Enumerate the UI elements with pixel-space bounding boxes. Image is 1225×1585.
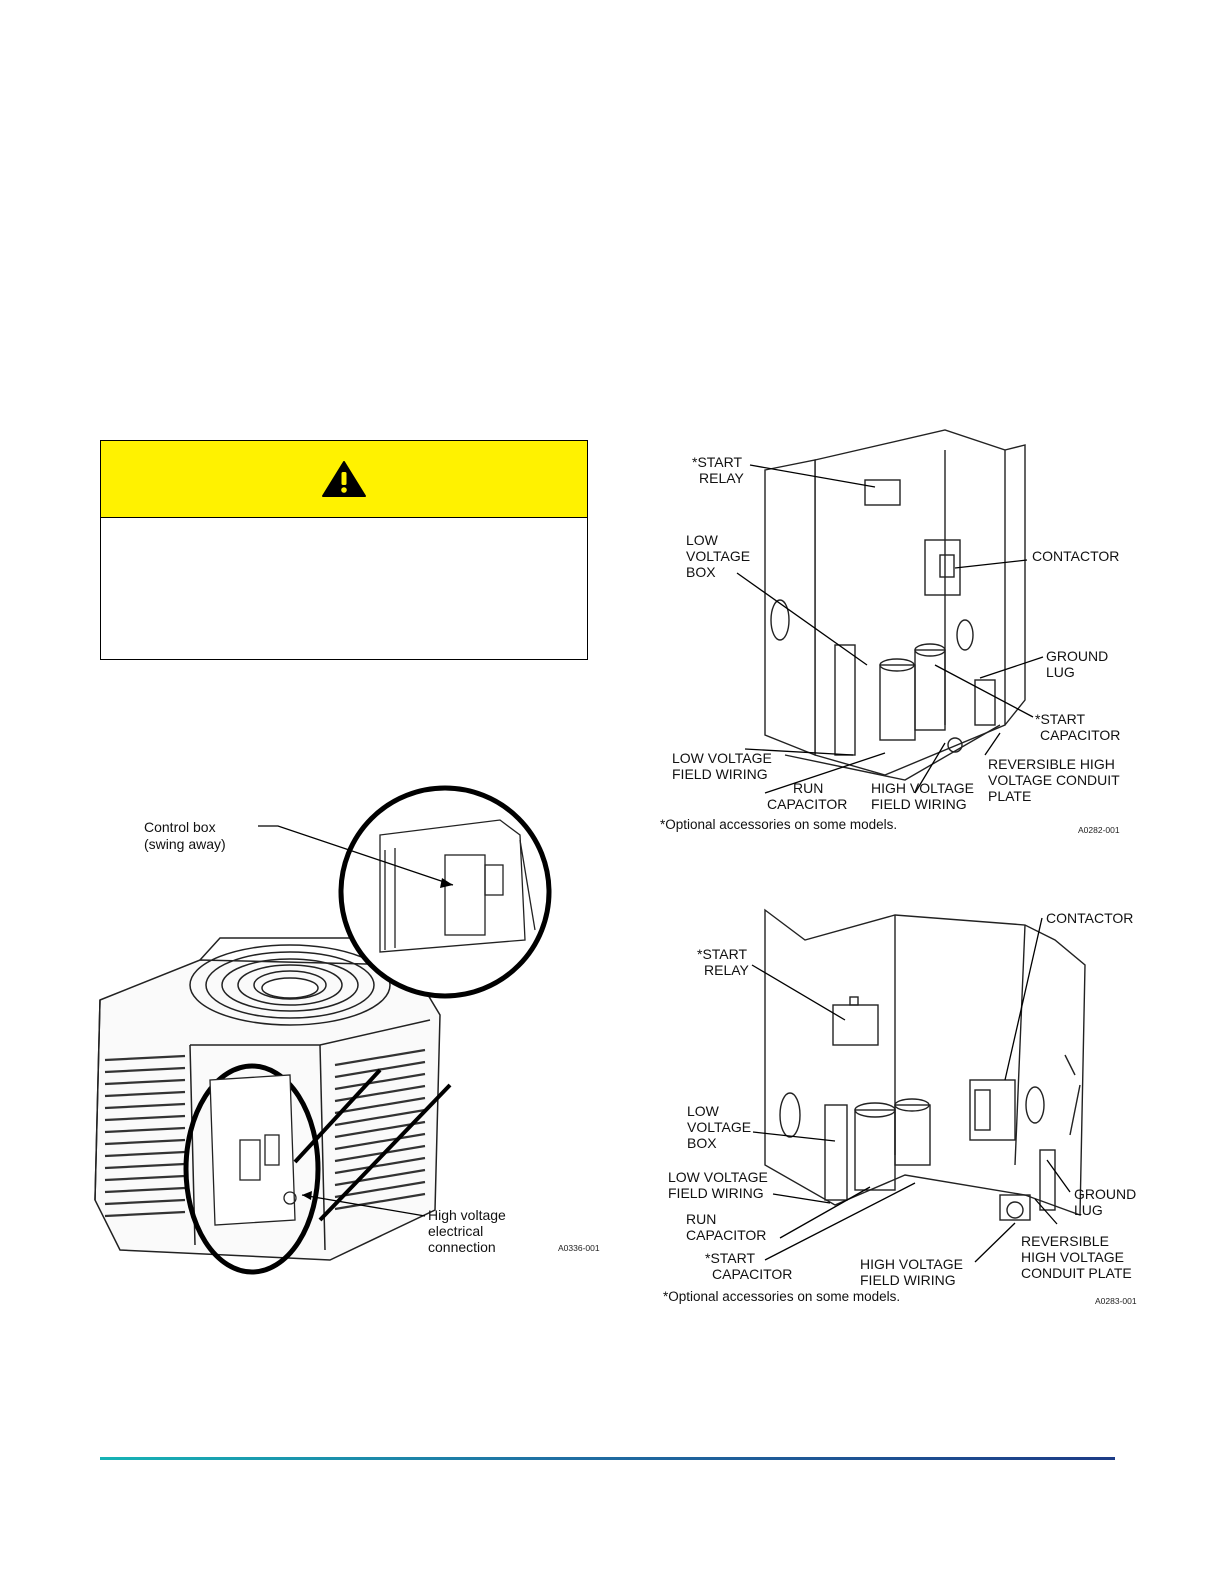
control-box-highlight-circle xyxy=(183,1063,321,1275)
control-box-figure-2: CONTACTOR *START RELAY LOW VOLTAGE BOX L… xyxy=(663,908,1137,1306)
zoom-detail-drawing xyxy=(379,819,536,953)
run-capacitor-label: RUN xyxy=(793,780,823,796)
control-box-figure-1: *START RELAY LOW VOLTAGE BOX CONTACTOR G… xyxy=(660,429,1120,835)
control-box-drawing xyxy=(209,1074,297,1226)
reversible-plate-label-3: PLATE xyxy=(988,788,1031,804)
start-relay-label-2: RELAY xyxy=(704,962,750,978)
reversible-plate-label-3: CONDUIT PLATE xyxy=(1021,1265,1132,1281)
control-box-label-sub: (swing away) xyxy=(144,836,226,852)
high-voltage-field-wiring-label-2: FIELD WIRING xyxy=(860,1272,956,1288)
start-capacitor-label-2: CAPACITOR xyxy=(712,1266,792,1282)
reversible-plate-label: REVERSIBLE HIGH xyxy=(988,756,1115,772)
high-voltage-field-wiring-label: HIGH VOLTAGE xyxy=(860,1256,963,1272)
high-voltage-field-wiring-label-2: FIELD WIRING xyxy=(871,796,967,812)
callout-lines-1 xyxy=(736,464,1044,794)
high-voltage-label: High voltage xyxy=(428,1207,506,1223)
figure-code: A0283-001 xyxy=(1095,1296,1137,1306)
warning-box xyxy=(100,440,588,660)
start-relay-label-2: RELAY xyxy=(699,470,745,486)
start-capacitor-label: *START xyxy=(705,1250,755,1266)
low-voltage-box-label: LOW xyxy=(686,532,719,548)
low-voltage-box-label-3: BOX xyxy=(686,564,716,580)
callout-lines-2 xyxy=(751,917,1071,1263)
low-voltage-box-label-2: VOLTAGE xyxy=(687,1119,751,1135)
low-voltage-box-label: LOW xyxy=(687,1103,720,1119)
contactor-label: CONTACTOR xyxy=(1046,910,1133,926)
reversible-plate-label-2: HIGH VOLTAGE xyxy=(1021,1249,1124,1265)
low-voltage-box-label-3: BOX xyxy=(687,1135,717,1151)
low-voltage-field-wiring-label-2: FIELD WIRING xyxy=(668,1185,764,1201)
start-relay-label: *START xyxy=(697,946,747,962)
optional-accessories-note: *Optional accessories on some models. xyxy=(660,817,897,832)
start-relay-label: *START xyxy=(692,454,742,470)
run-capacitor-label-2: CAPACITOR xyxy=(767,796,847,812)
figure-code: A0282-001 xyxy=(1078,825,1120,835)
footer-rule xyxy=(100,1457,1115,1460)
high-voltage-label-3: connection xyxy=(428,1239,496,1255)
high-voltage-field-wiring-label: HIGH VOLTAGE xyxy=(871,780,974,796)
contactor-label: CONTACTOR xyxy=(1032,548,1119,564)
reversible-plate-label: REVERSIBLE xyxy=(1021,1233,1109,1249)
control-box-2-drawing xyxy=(764,908,1086,1221)
low-voltage-field-wiring-label-2: FIELD WIRING xyxy=(672,766,768,782)
start-capacitor-label-2: CAPACITOR xyxy=(1040,727,1120,743)
ground-lug-label: GROUND xyxy=(1074,1186,1136,1202)
low-voltage-box-label-2: VOLTAGE xyxy=(686,548,750,564)
low-voltage-field-wiring-label: LOW VOLTAGE xyxy=(668,1169,768,1185)
reversible-plate-label-2: VOLTAGE CONDUIT xyxy=(988,772,1120,788)
run-capacitor-label-2: CAPACITOR xyxy=(686,1227,766,1243)
low-voltage-field-wiring-label: LOW VOLTAGE xyxy=(672,750,772,766)
start-capacitor-label: *START xyxy=(1035,711,1085,727)
optional-accessories-note: *Optional accessories on some models. xyxy=(663,1289,900,1304)
ground-lug-label-2: LUG xyxy=(1046,664,1075,680)
warning-header xyxy=(101,441,587,518)
high-voltage-label-2: electrical xyxy=(428,1223,483,1239)
control-box-1-drawing xyxy=(764,429,1026,781)
ground-lug-label-2: LUG xyxy=(1074,1202,1103,1218)
louver-lines xyxy=(104,1048,426,1218)
warning-triangle-icon xyxy=(322,461,366,497)
figure-code: A0336-001 xyxy=(558,1243,600,1253)
ground-lug-label: GROUND xyxy=(1046,648,1108,664)
outdoor-unit-figure: Control box (swing away) High voltage el… xyxy=(94,785,600,1275)
run-capacitor-label: RUN xyxy=(686,1211,716,1227)
control-box-label: Control box xyxy=(144,819,216,835)
